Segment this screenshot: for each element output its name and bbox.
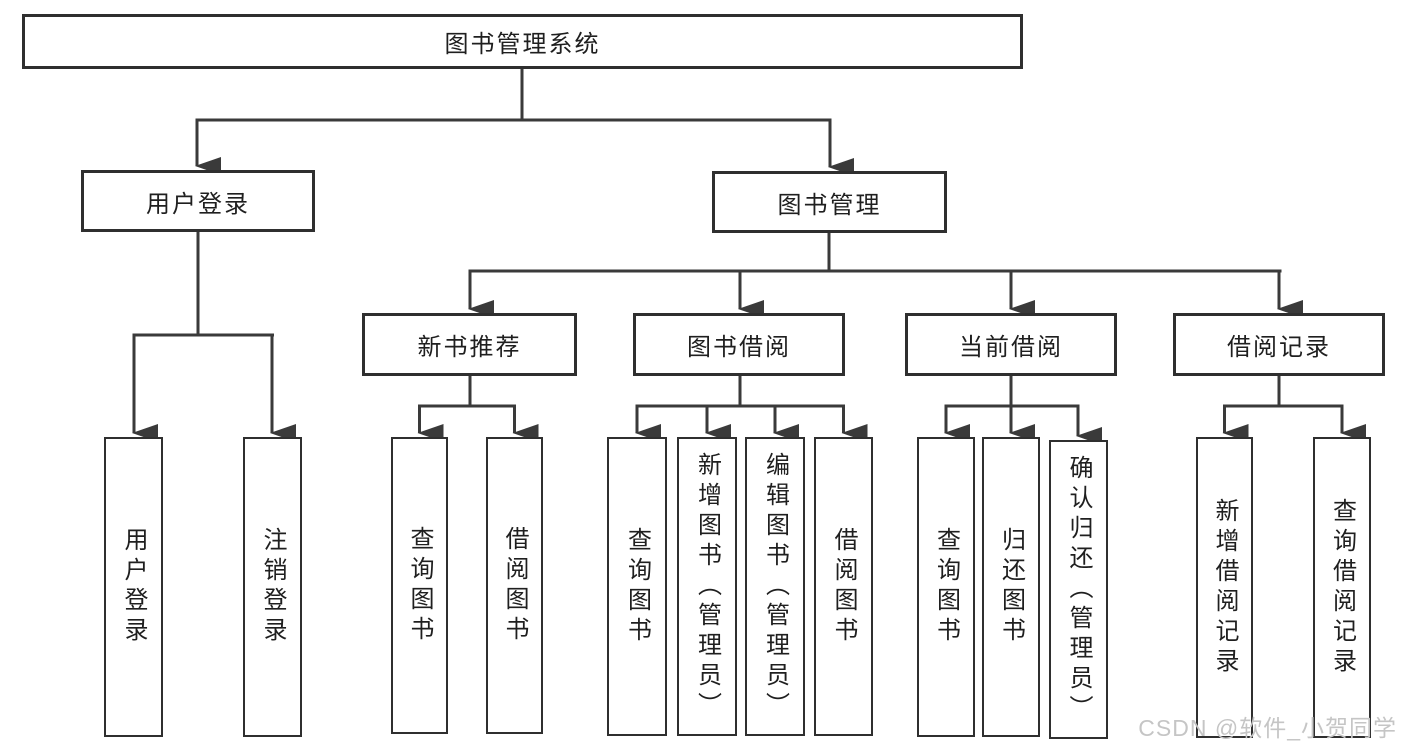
leaf-user-login-label: 用户登录 — [120, 527, 147, 647]
leaf-cb-return-books: 归还图书 — [982, 437, 1040, 737]
leaf-cb-confirm-return-label: 确认归还（管理员） — [1065, 454, 1092, 725]
leaf-bb-add-books: 新增图书（管理员） — [677, 437, 737, 736]
leaf-bb-add-books-label: 新增图书（管理员） — [693, 451, 721, 722]
leaf-user-login: 用户登录 — [104, 437, 163, 737]
leaf-cb-query-books-label: 查询图书 — [932, 527, 960, 647]
node-borrowing-records: 借阅记录 — [1173, 313, 1385, 376]
leaf-cb-return-books-label: 归还图书 — [997, 527, 1025, 647]
leaf-bb-query-books: 查询图书 — [607, 437, 667, 736]
leaf-nbr-query-books-label: 查询图书 — [406, 525, 433, 646]
leaf-bb-borrow-books: 借阅图书 — [814, 437, 873, 736]
leaf-cb-query-books: 查询图书 — [917, 437, 975, 737]
leaf-nbr-query-books: 查询图书 — [391, 437, 448, 734]
connector-book-borrowing-to-leaves — [635, 376, 868, 442]
node-new-book-recommend-label: 新书推荐 — [417, 334, 522, 361]
leaf-br-add-record: 新增借阅记录 — [1196, 437, 1253, 738]
leaf-br-add-record-label: 新增借阅记录 — [1211, 497, 1238, 678]
csdn-watermark: CSDN @软件_小贺同学 — [1138, 715, 1397, 741]
leaf-bb-edit-books-label: 编辑图书（管理员） — [761, 451, 789, 722]
leaf-bb-query-books-label: 查询图书 — [623, 526, 651, 647]
node-current-borrowing-label: 当前借阅 — [959, 334, 1063, 361]
connector-borrowing-records-to-leaves — [1222, 376, 1366, 442]
leaf-br-query-record: 查询借阅记录 — [1313, 437, 1371, 738]
node-current-borrowing: 当前借阅 — [905, 313, 1117, 376]
node-user-login: 用户登录 — [81, 170, 315, 232]
node-root-label: 图书管理系统 — [444, 31, 601, 58]
leaf-nbr-borrow-books: 借阅图书 — [486, 437, 543, 734]
connector-book-management-to-level2 — [468, 233, 1303, 318]
node-book-management: 图书管理 — [712, 171, 947, 233]
leaf-bb-borrow-books-label: 借阅图书 — [830, 526, 857, 647]
node-borrowing-records-label: 借阅记录 — [1227, 334, 1331, 361]
connector-root-to-level1 — [195, 69, 854, 176]
node-root: 图书管理系统 — [22, 14, 1023, 69]
node-book-management-label: 图书管理 — [777, 191, 882, 219]
node-user-login-label: 用户登录 — [146, 190, 250, 218]
leaf-logout: 注销登录 — [243, 437, 302, 737]
leaf-cb-confirm-return: 确认归还（管理员） — [1049, 440, 1108, 739]
connector-new-book-recommend-to-leaves — [417, 376, 539, 442]
node-new-book-recommend: 新书推荐 — [362, 313, 577, 376]
leaf-nbr-borrow-books-label: 借阅图书 — [501, 525, 528, 646]
leaf-bb-edit-books: 编辑图书（管理员） — [745, 437, 805, 736]
node-book-borrowing: 图书借阅 — [633, 313, 845, 376]
connector-user-login-to-leaves — [132, 232, 296, 442]
node-book-borrowing-label: 图书借阅 — [687, 334, 791, 361]
leaf-br-query-record-label: 查询借阅记录 — [1328, 497, 1356, 678]
connector-current-borrowing-to-leaves — [944, 376, 1102, 445]
leaf-logout-label: 注销登录 — [259, 527, 286, 647]
